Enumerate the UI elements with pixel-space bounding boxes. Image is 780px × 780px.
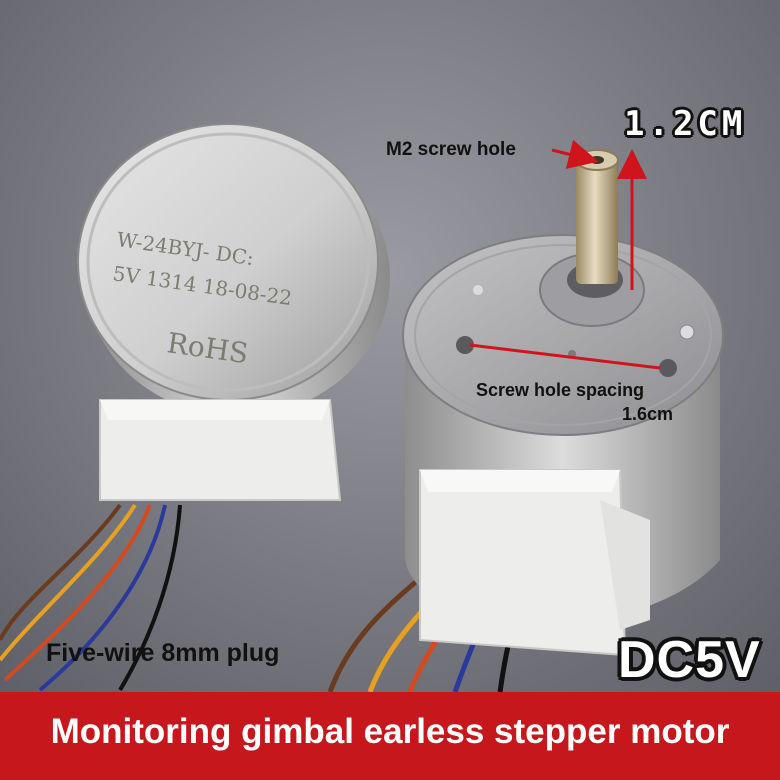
banner-title: Monitoring gimbal earless stepper motor [50,712,730,751]
screw-spacing-value: 1.6cm [622,404,674,424]
right-motor [402,234,724,657]
left-motor [77,123,390,501]
m2-screw-hole-label: M2 screw hole [386,139,516,160]
motor-shaft [575,149,619,284]
screw-spacing-label: Screw hole spacing [476,380,645,400]
voltage-label: DC5V [618,631,761,689]
bottom-banner [0,692,780,780]
shaft-length-label: 1.2CM [624,104,747,144]
left-motor-wires [0,503,182,692]
wire-plug-label: Five-wire 8mm plug [46,639,280,667]
annotation-arrows [469,139,661,370]
